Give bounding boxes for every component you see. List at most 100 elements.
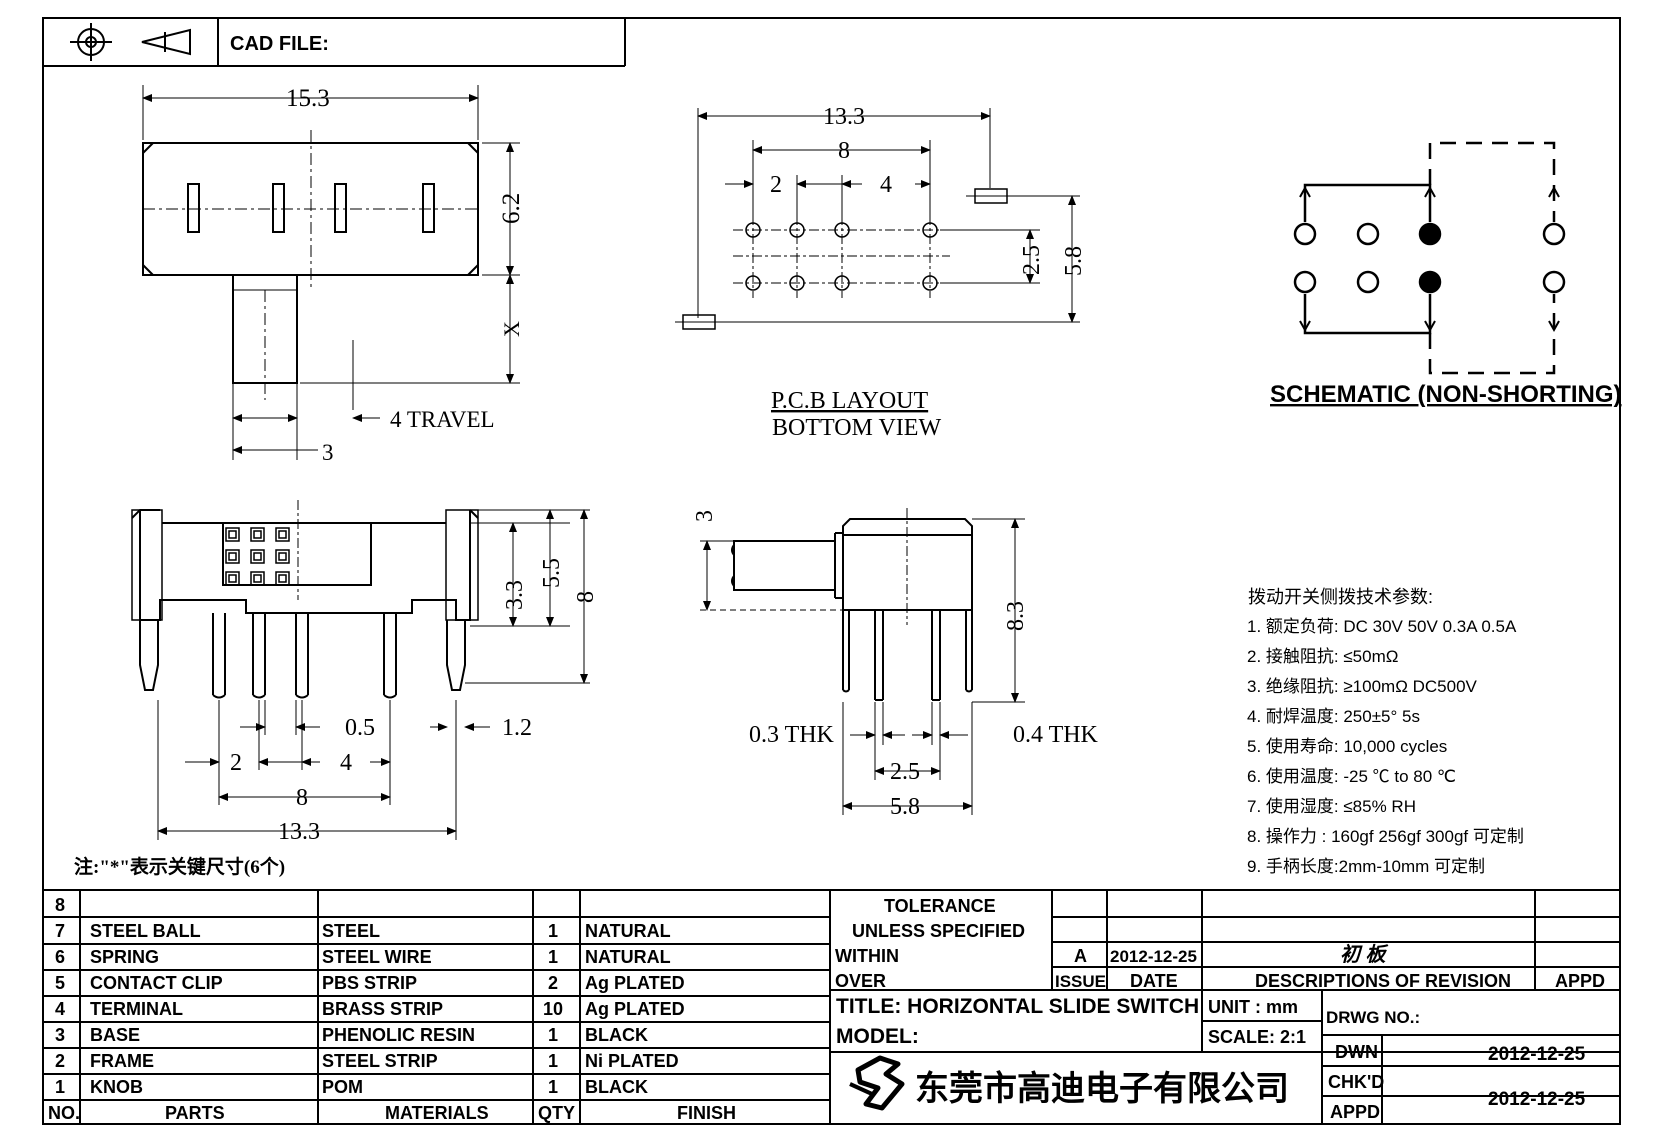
side-thk-right: 0.4 THK [1013,722,1099,748]
bom-row-5-qty: 2 [548,973,558,993]
front-dim-8: 8 [296,785,308,811]
bom-header-finish: FINISH [677,1103,736,1123]
bom-row-5-no: 5 [55,973,65,993]
spec-item-3: 3. 绝缘阻抗: ≥100mΩ DC500V [1247,677,1478,696]
front-dim-8v: 8 [573,591,599,603]
front-dim-5-5: 5.5 [539,558,565,588]
bom-row-6-material: STEEL WIRE [322,947,432,967]
front-dim-3-3: 3.3 [502,580,528,610]
bom-row-2-no: 2 [55,1051,65,1071]
pcb-dim-2: 2 [770,172,782,198]
bom-row-7-part: STEEL BALL [90,921,201,941]
bom-table-grid [43,889,1620,1124]
bom-row-4-finish: Ag PLATED [585,999,685,1019]
scale-label: SCALE: 2:1 [1208,1027,1306,1047]
revision-date-label: DATE [1130,971,1178,991]
tolerance-line2: UNLESS SPECIFIED [852,921,1025,941]
front-dim-4: 4 [340,750,352,776]
pcb-dim-8: 8 [838,138,850,164]
bom-row-2-qty: 1 [548,1051,558,1071]
bom-row-3-no: 3 [55,1025,65,1045]
revision-issue-label: ISSUE [1055,972,1106,991]
front-dim-2: 2 [230,750,242,776]
company-name: 东莞市高迪电子有限公司 [915,1069,1289,1109]
bom-row-8-no: 8 [55,895,65,915]
side-dim-3: 3 [692,510,718,522]
tolerance-within: WITHIN [835,946,899,966]
top-height-dim: 6.2 [498,193,525,224]
company-logo-icon [849,1055,905,1111]
top-knob-dim: 3 [322,440,334,465]
bom-row-5-part: CONTACT CLIP [90,973,223,993]
bom-row-2-part: FRAME [90,1051,154,1071]
bom-row-5-finish: Ag PLATED [585,973,685,993]
bom-row-1-finish: BLACK [585,1077,648,1097]
revision-appd-label: APPD [1555,971,1605,991]
bom-row-7-qty: 1 [548,921,558,941]
spec-item-6: 6. 使用温度: -25 ℃ to 80 ℃ [1247,766,1456,786]
top-x-dim: X [499,321,524,337]
unit-label: UNIT : mm [1208,997,1298,1017]
bom-row-4-no: 4 [55,999,65,1019]
bom-row-3-material: PHENOLIC RESIN [322,1025,475,1045]
pcb-dim-5-8: 5.8 [1061,246,1087,276]
revision-date-value: 2012-12-25 [1110,947,1197,966]
bom-row-1-material: POM [322,1077,363,1097]
pcb-dim-13-3: 13.3 [823,104,865,130]
key-dimension-note: 注:"*"表示关键尺寸(6个) [74,855,285,878]
spec-item-4: 4. 耐焊温度: 250±5° 5s [1247,707,1420,726]
pcb-dim-2-5: 2.5 [1019,245,1045,275]
spec-item-1: 1. 额定负荷: DC 30V 50V 0.3A 0.5A [1247,617,1517,636]
drawn-label: DWN [1335,1042,1378,1062]
revision-description: 初 板 [1340,943,1389,966]
front-dim-1-2: 1.2 [502,715,532,741]
schematic-label: SCHEMATIC (NON-SHORTING) [1270,381,1622,408]
front-dim-13-3: 13.3 [278,819,320,845]
bom-row-1-no: 1 [55,1077,65,1097]
drawing-frame [42,17,1621,1125]
side-dim-5-8: 5.8 [890,794,920,820]
spec-item-7: 7. 使用湿度: ≤85% RH [1247,796,1416,816]
tolerance-over: OVER [835,971,886,991]
bom-row-3-finish: BLACK [585,1025,648,1045]
title-block-grid [830,890,1620,1124]
bom-row-2-material: STEEL STRIP [322,1051,438,1071]
spec-item-5: 5. 使用寿命: 10,000 cycles [1247,736,1447,756]
top-width-dim: 15.3 [286,85,330,112]
bom-header-parts: PARTS [165,1103,225,1123]
bom-row-7-material: STEEL [322,921,380,941]
bom-row-3-part: BASE [90,1025,140,1045]
bom-row-6-part: SPRING [90,947,159,967]
bom-row-6-finish: NATURAL [585,947,671,967]
bom-row-1-part: KNOB [90,1077,143,1097]
spec-item-9: 9. 手柄长度:2mm-10mm 可定制 [1247,857,1485,876]
tolerance-line1: TOLERANCE [884,896,996,916]
pcb-dim-4: 4 [880,172,892,198]
side-dim-2-5: 2.5 [890,759,920,785]
specs-title: 拨动开关侧拨技术参数: [1248,587,1433,607]
bom-row-4-material: BRASS STRIP [322,999,443,1019]
drawn-date: 2012-12-25 [1488,1044,1586,1065]
checked-label: CHK'D [1328,1072,1384,1092]
bom-header-qty: QTY [538,1103,575,1123]
top-travel-label: 4 TRAVEL [390,407,495,432]
side-dim-8-3: 8.3 [1003,601,1029,631]
spec-item-2: 2. 接触阻抗: ≤50mΩ [1247,647,1398,666]
cad-file-label: CAD FILE: [230,33,329,55]
bom-row-2-finish: Ni PLATED [585,1051,679,1071]
bom-header-no: NO. [48,1103,80,1123]
bom-row-6-no: 6 [55,947,65,967]
bom-row-5-material: PBS STRIP [322,973,417,993]
bom-row-7-no: 7 [55,921,65,941]
title-block: TOLERANCE UNLESS SPECIFIED WITHIN OVER A… [835,896,1605,1122]
bom-row-6-qty: 1 [548,947,558,967]
front-view [131,500,590,840]
side-view [700,508,1025,815]
approved-label: APPD [1330,1102,1380,1122]
pcb-label-line2: BOTTOM VIEW [772,415,941,441]
drawing-title: TITLE: HORIZONTAL SLIDE SWITCH [836,995,1199,1018]
front-dim-0-5: 0.5 [345,715,375,741]
bom-row-4-part: TERMINAL [90,999,183,1019]
revision-issue-value: A [1074,946,1087,966]
top-view [142,85,520,460]
